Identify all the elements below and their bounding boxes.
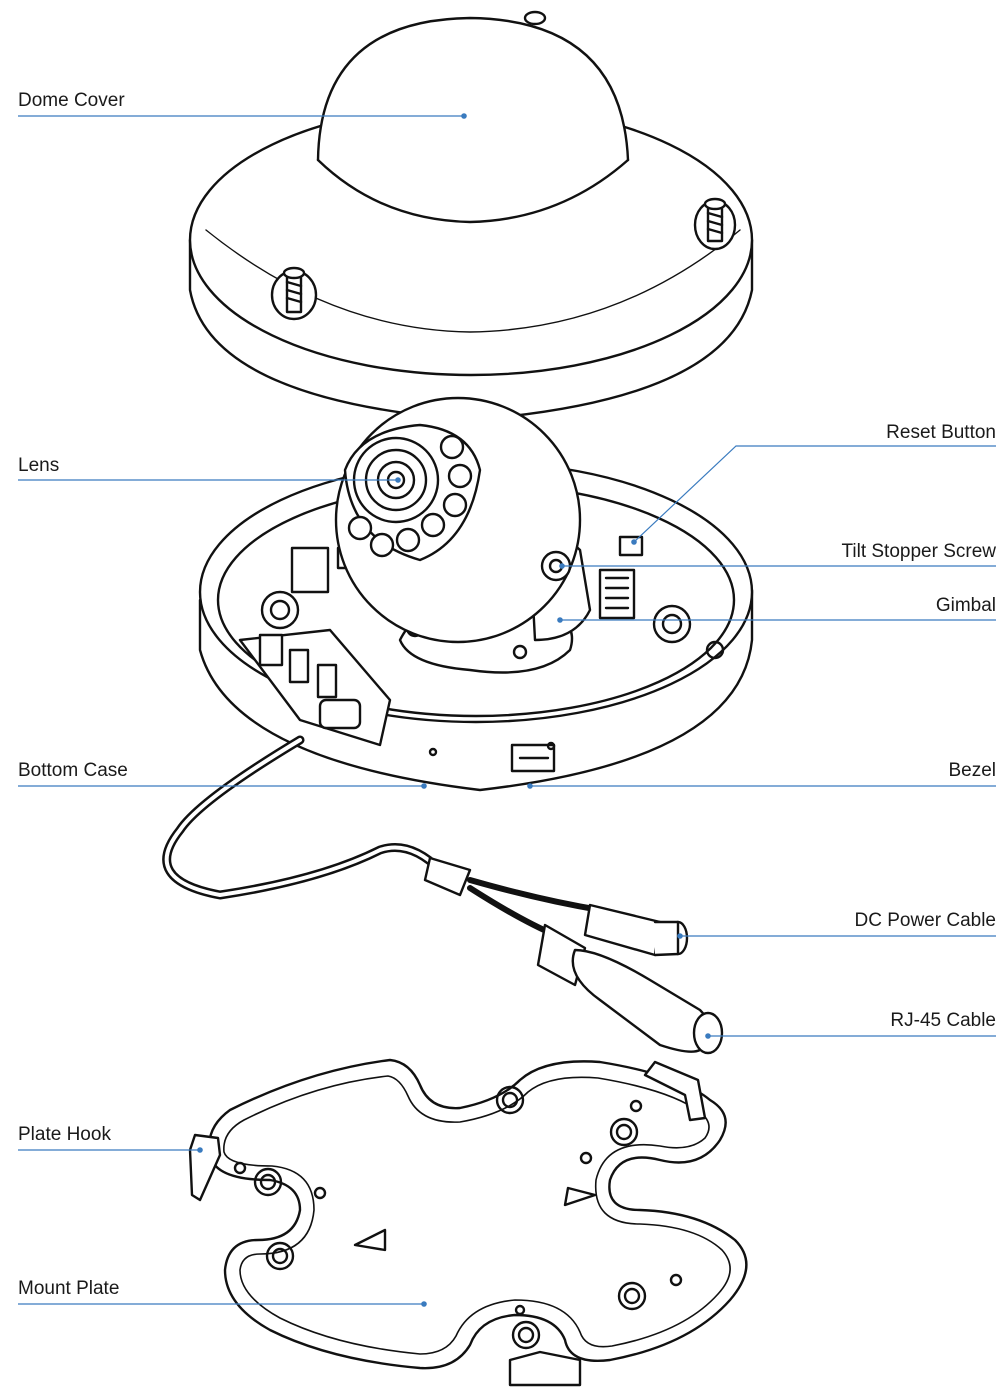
rj45-plug — [536, 923, 724, 1055]
label-plate-hook: Plate Hook — [18, 1124, 111, 1145]
label-mount-plate: Mount Plate — [18, 1278, 120, 1299]
lens-ball-part — [334, 396, 582, 644]
leader-reset-button — [633, 445, 996, 543]
mount-plate-part — [188, 1058, 748, 1387]
label-lens: Lens — [18, 455, 60, 476]
dome-screw-left — [270, 266, 318, 321]
dome-screw-right — [693, 197, 737, 251]
dome-cover-part — [188, 10, 754, 422]
dc-power-plug — [583, 903, 689, 957]
label-tilt-stopper-screw: Tilt Stopper Screw — [841, 541, 996, 562]
label-bezel: Bezel — [948, 760, 996, 781]
cable-assembly — [162, 735, 724, 1055]
label-bottom-case: Bottom Case — [18, 760, 128, 781]
label-dome-cover: Dome Cover — [18, 90, 125, 111]
label-gimbal: Gimbal — [935, 595, 996, 616]
dome-screw-top — [523, 10, 547, 26]
label-reset-button: Reset Button — [886, 422, 996, 443]
label-rj45-cable: RJ-45 Cable — [890, 1010, 996, 1031]
label-dc-power-cable: DC Power Cable — [854, 910, 997, 931]
